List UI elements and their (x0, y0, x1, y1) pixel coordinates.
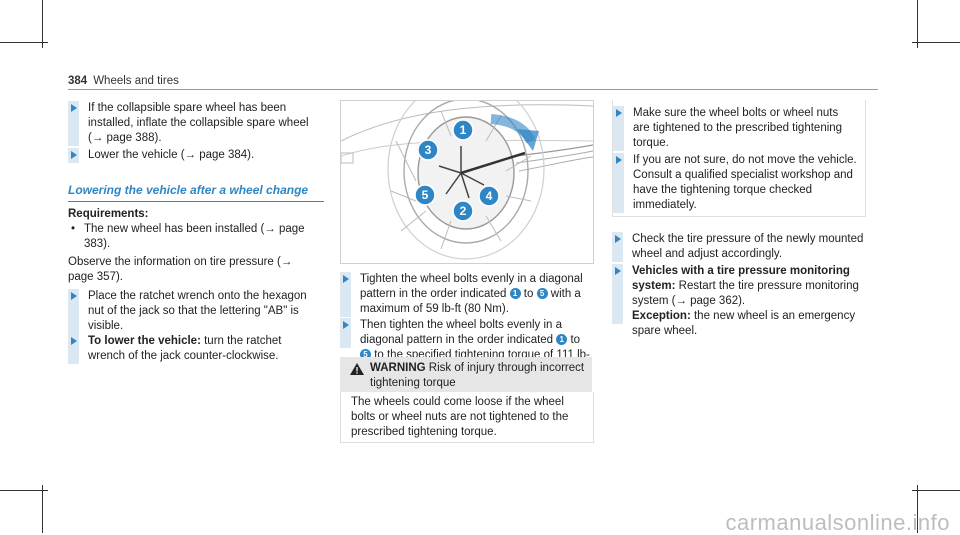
step-text: Lower the vehicle (→ page 384). (88, 149, 255, 161)
step-inflate-spare: If the collapsible spare wheel has been … (68, 101, 320, 146)
step-arrow-icon (615, 235, 621, 243)
step-arrow-icon (343, 321, 349, 329)
warning-body: The wheels could come loose if the wheel… (351, 396, 569, 438)
step-place-wrench: Place the ratchet wrench onto the hexago… (68, 289, 320, 334)
step-arrow-icon (71, 337, 77, 345)
step-arrow-icon (71, 104, 77, 112)
callout-4: 4 (478, 185, 500, 207)
crop-mark (912, 490, 960, 491)
wheel-bolt-diagram: 1 2 3 4 5 (340, 78, 594, 260)
step-text: If you are not sure, do not move the veh… (633, 154, 857, 211)
step-text: Place the ratchet wrench onto the hexago… (88, 290, 307, 332)
crop-mark (912, 42, 960, 43)
svg-text:2: 2 (460, 204, 467, 218)
step-bar (613, 106, 624, 151)
step-arrow-icon (616, 109, 622, 117)
step-tighten-first: Tighten the wheel bolts evenly in a diag… (340, 272, 592, 317)
step-ensure-bolts: Make sure the wheel bolts or wheel nuts … (613, 106, 857, 151)
step-tighten-final: Then tighten the wheel bolts evenly in a… (340, 318, 592, 376)
step-bar (612, 264, 623, 324)
watermark: carmanualsonline.info (725, 510, 950, 535)
bullet-icon: • (71, 223, 76, 235)
step-lower-vehicle: Lower the vehicle (→ page 384). (68, 148, 320, 163)
warning-header: WARNING Risk of injury through incorrect… (340, 357, 592, 392)
crop-mark (0, 490, 48, 491)
exception-label: Exception: (632, 310, 691, 322)
requirement-item: • The new wheel has been installed (→ pa… (68, 222, 318, 252)
crop-mark (917, 0, 918, 48)
step-text: Check the tire pressure of the newly mou… (632, 233, 864, 260)
step-bold: Vehicles with a tire pressure monitoring… (632, 265, 850, 292)
callout-ref-1: 1 (556, 334, 568, 346)
wheel-illustration: 1 2 3 4 5 (340, 78, 594, 264)
step-bar (68, 334, 79, 364)
heading-underline (68, 201, 324, 202)
svg-text:3: 3 (425, 143, 432, 157)
step-check-pressure: Check the tire pressure of the newly mou… (612, 232, 864, 262)
requirement-text: The new wheel has been installed (→ page… (84, 223, 305, 250)
step-arrow-icon (615, 267, 621, 275)
warning-title: WARNING Risk of injury through incorrect… (370, 362, 585, 389)
section-title: Wheels and tires (93, 75, 179, 87)
step-arrow-icon (71, 292, 77, 300)
step-restart-tpms: Vehicles with a tire pressure monitoring… (612, 264, 864, 337)
step-bold: To lower the vehicle: (88, 335, 201, 347)
step-text: If the collapsible spare wheel has been … (88, 102, 309, 144)
callout-ref-5: 5 (360, 349, 371, 361)
crop-mark (0, 42, 48, 43)
page-header: 384 Wheels and tires (68, 74, 179, 89)
step-bar (340, 318, 351, 348)
callout-2: 2 (452, 200, 474, 222)
step-bar (612, 232, 623, 262)
warning-label: WARNING (370, 362, 426, 374)
step-bar (68, 101, 79, 146)
crop-mark (917, 485, 918, 533)
svg-text:4: 4 (486, 189, 493, 203)
crop-mark (42, 485, 43, 533)
step-text: To lower the vehicle: turn the ratchet w… (88, 334, 320, 364)
svg-text:1: 1 (460, 123, 467, 137)
step-arrow-icon (71, 151, 77, 159)
step-not-sure: If you are not sure, do not move the veh… (613, 153, 857, 213)
step-text: Vehicles with a tire pressure monitoring… (632, 265, 859, 337)
svg-text:5: 5 (422, 188, 429, 202)
step-bar (340, 272, 351, 317)
requirements-label: Requirements: (68, 208, 149, 220)
section-heading: Lowering the vehicle after a wheel chang… (68, 183, 309, 197)
header-divider (68, 89, 878, 90)
warning-triangle-icon (350, 363, 364, 375)
callout-ref-5: 5 (536, 288, 548, 300)
step-bar (613, 153, 624, 213)
step-arrow-icon (616, 156, 622, 164)
step-rest: turn the ratchet wrench of the jack coun… (88, 335, 282, 362)
crop-mark (42, 0, 43, 48)
step-arrow-icon (343, 275, 349, 283)
notice-box (612, 100, 866, 217)
step-bar (68, 148, 79, 163)
step-bar (68, 289, 79, 334)
page-number: 384 (68, 75, 88, 87)
step-text: Tighten the wheel bolts evenly in a diag… (360, 273, 583, 315)
warning-body-box: The wheels could come loose if the wheel… (340, 392, 594, 443)
callout-ref-1: 1 (509, 288, 521, 300)
step-text: Make sure the wheel bolts or wheel nuts … (633, 107, 843, 149)
observe-text: Observe the information on tire pressure… (68, 256, 293, 283)
step-turn-ratchet: To lower the vehicle: turn the ratchet w… (68, 334, 320, 364)
callout-5: 5 (414, 184, 436, 206)
callout-3: 3 (417, 139, 439, 161)
callout-1: 1 (452, 119, 474, 141)
